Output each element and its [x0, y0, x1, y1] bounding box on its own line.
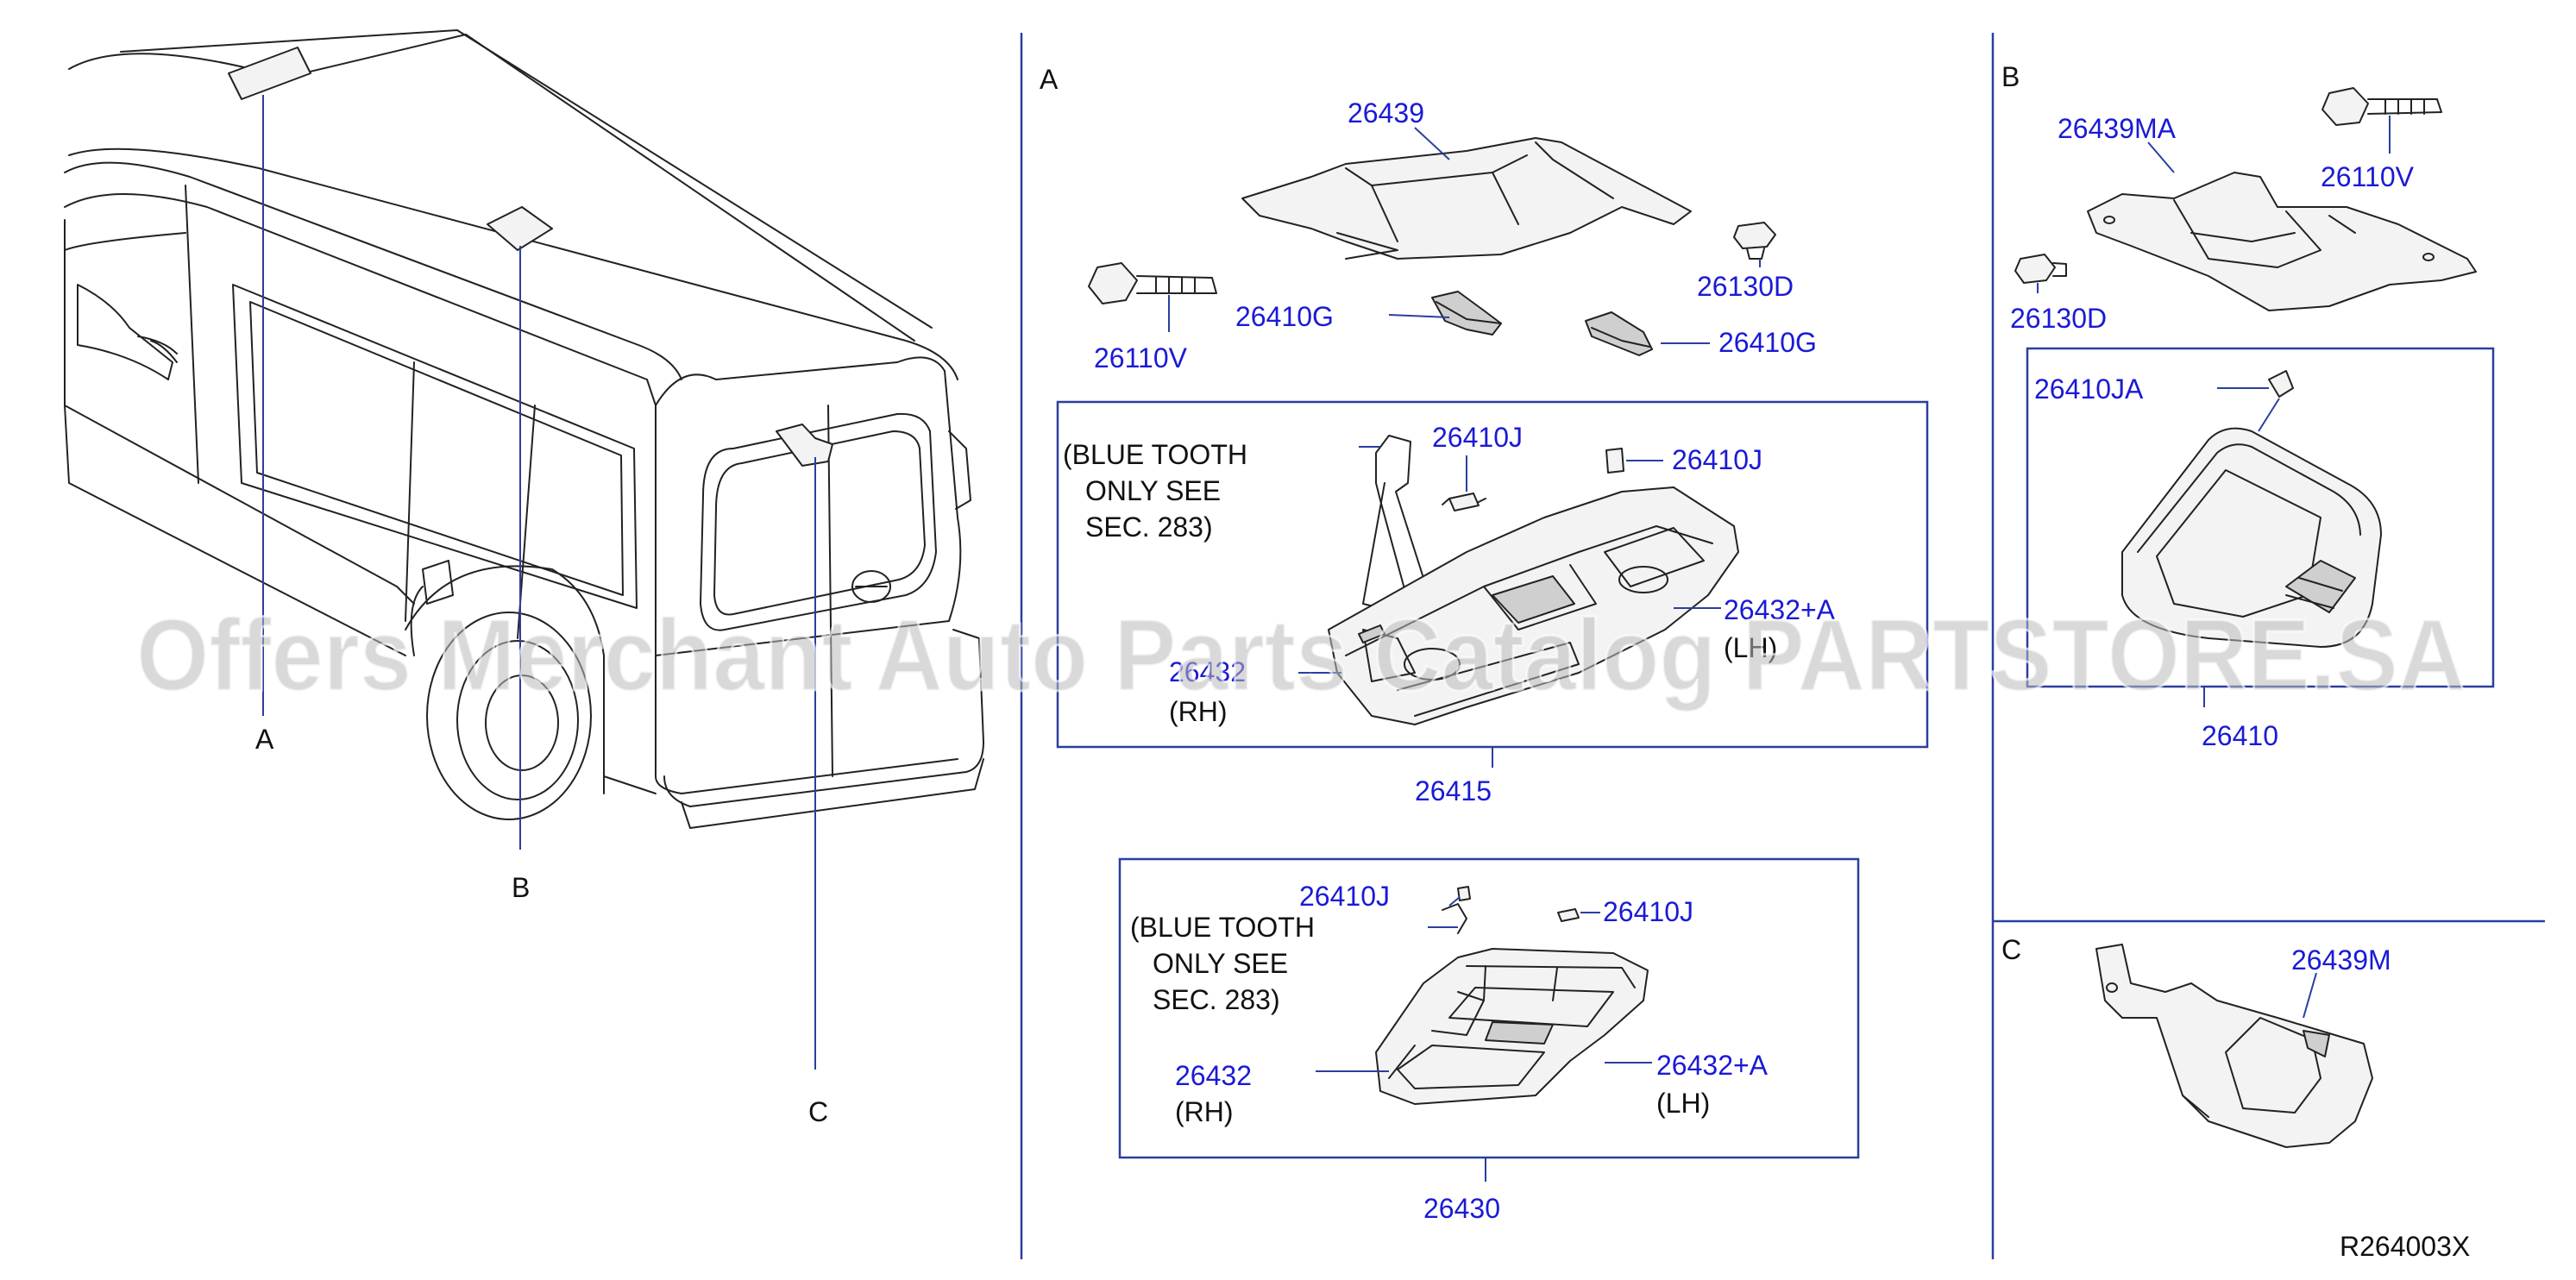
part-label-26439M: 26439M [2291, 944, 2391, 976]
van-leader-lines [262, 95, 816, 1070]
panel-dividers [1020, 33, 2545, 1259]
part-label-26430: 26430 [1423, 1193, 1500, 1224]
note-bluetooth-2-line1: (BLUE TOOTH [1130, 912, 1315, 943]
drawing-code: R264003X [2340, 1231, 2470, 1262]
note-bluetooth-1-line1: (BLUE TOOTH [1063, 439, 1247, 470]
note-bluetooth-2-line2: ONLY SEE [1153, 948, 1288, 979]
part-label-26410J-4: 26410J [1603, 896, 1693, 927]
note-bluetooth-1-line2: ONLY SEE [1085, 475, 1221, 506]
bolt-26130D-b-drawing [2014, 254, 2067, 284]
van-callout-b: B [512, 872, 530, 903]
part-label-26439MA: 26439MA [2058, 113, 2177, 144]
note-lh-1: (LH) [1724, 632, 1777, 663]
part-label-26415: 26415 [1415, 775, 1492, 806]
note-rh-2: (RH) [1175, 1096, 1234, 1127]
part-label-26410G-2: 26410G [1718, 327, 1817, 358]
van-callout-c: C [808, 1096, 828, 1127]
part-label-26432A-1: 26432+A [1724, 594, 1836, 625]
note-bluetooth-2-line3: SEC. 283) [1153, 984, 1280, 1015]
section-b-label: B [2001, 61, 2020, 92]
part-label-26110V-a: 26110V [1094, 342, 1188, 373]
part-label-26410G-1: 26410G [1235, 301, 1334, 332]
console-26430-drawing [1375, 886, 1649, 1105]
part-label-26110V-b: 26110V [2321, 161, 2415, 192]
part-label-26432A-2: 26432+A [1656, 1050, 1769, 1081]
watermark: Offers Merchant Auto Parts Catalog PARTS… [136, 599, 2466, 712]
map-lamp-26410-drawing [2121, 370, 2382, 648]
assembly-box-26430 [1118, 857, 1860, 1159]
bolt-26110V-b-drawing [2322, 87, 2442, 126]
part-label-26410JA: 26410JA [2034, 373, 2144, 405]
part-label-26410J-3: 26410J [1299, 881, 1390, 912]
bolt-26110V-a-drawing [1088, 262, 1217, 304]
van-illustration [64, 29, 984, 829]
part-label-26130D-b: 26130D [2010, 303, 2107, 334]
bracket-26439MA-drawing [2087, 172, 2477, 311]
part-label-26432-1: 26432 [1169, 656, 1246, 687]
bracket-26439-drawing [1241, 137, 1692, 260]
assembly-box-26410 [2026, 347, 2495, 688]
section-c-label: C [2001, 934, 2021, 965]
clips-26410G-drawing [1431, 291, 1653, 356]
note-bluetooth-1-line3: SEC. 283) [1085, 511, 1213, 543]
part-label-26130D-a: 26130D [1697, 271, 1794, 302]
section-a-label: A [1040, 64, 1059, 95]
part-label-26410J-2: 26410J [1672, 444, 1762, 475]
part-label-26439: 26439 [1348, 97, 1424, 129]
van-callout-a: A [255, 724, 274, 755]
part-label-26410J-1: 26410J [1432, 422, 1523, 453]
console-26415-drawing [1328, 435, 1739, 725]
part-label-26432-2: 26432 [1175, 1060, 1252, 1091]
bracket-26439M-drawing [2095, 944, 2373, 1148]
note-rh-1: (RH) [1169, 696, 1228, 727]
note-lh-2: (LH) [1656, 1088, 1710, 1119]
bolt-26130D-a-drawing [1733, 222, 1776, 260]
part-label-26410: 26410 [2202, 720, 2278, 751]
